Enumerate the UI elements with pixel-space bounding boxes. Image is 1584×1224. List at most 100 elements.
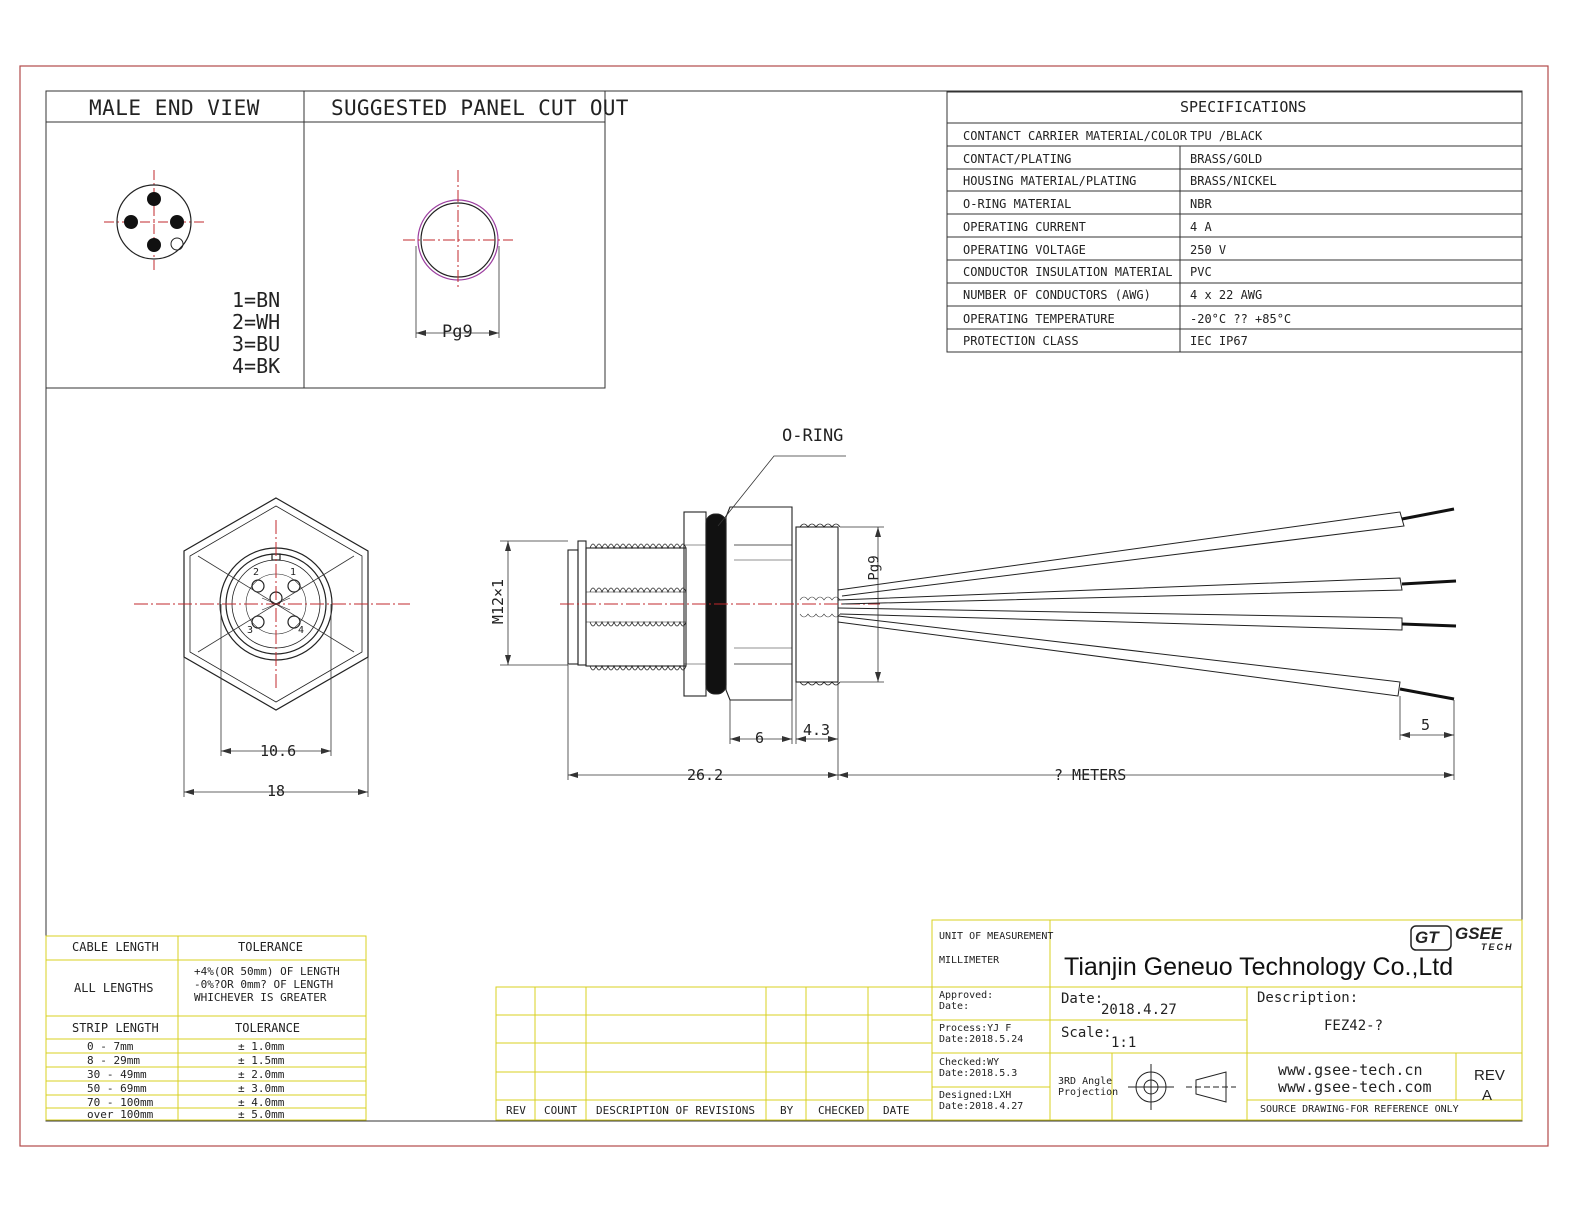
- front-pin-number: 1: [290, 567, 297, 578]
- dim-inner-diameter: 10.6: [260, 742, 297, 760]
- front-pin-number: 4: [298, 625, 305, 636]
- spec-value: TPU /BLACK: [1190, 129, 1263, 143]
- cable-length-header: CABLE LENGTH: [72, 940, 159, 954]
- front-pin-number: 3: [247, 625, 254, 636]
- pin-4: [124, 215, 138, 229]
- approved-label: Approved:: [939, 990, 994, 1001]
- spec-label: HOUSING MATERIAL/PLATING: [963, 174, 1137, 188]
- strip-range: over 100mm: [87, 1108, 154, 1121]
- revision-header: REV: [506, 1104, 526, 1117]
- designed-date: Date:2018.4.27: [939, 1101, 1024, 1112]
- date-value: 2018.4.27: [1101, 1002, 1177, 1018]
- unit-value: MILLIMETER: [939, 955, 1000, 966]
- spec-title: SPECIFICATIONS: [1180, 98, 1307, 116]
- oring-leader: [717, 455, 846, 527]
- pin-legend-item: 4=BK: [232, 354, 281, 378]
- cable-wires: [837, 507, 1457, 701]
- spec-value: 4 A: [1190, 220, 1212, 234]
- approved-date: Date:: [939, 1001, 970, 1012]
- spec-label: O-RING MATERIAL: [963, 197, 1072, 211]
- strip-tol: ± 1.0mm: [238, 1040, 285, 1053]
- website-cn-link[interactable]: www.gsee-tech.cn: [1278, 1061, 1423, 1079]
- strip-length-header: STRIP LENGTH: [72, 1021, 159, 1035]
- dim-4-3: 4.3: [803, 721, 831, 739]
- panel-cutout-dimension: Pg9: [442, 322, 473, 342]
- dim-26-2: 26.2: [687, 766, 724, 784]
- revision-header: DATE: [883, 1104, 910, 1117]
- revisions-grid: [495, 986, 933, 1121]
- source-note: SOURCE DRAWING-FOR REFERENCE ONLY: [1260, 1104, 1459, 1115]
- description-value: FEZ42-?: [1324, 1018, 1384, 1034]
- designed-label: Designed:LXH: [939, 1090, 1012, 1101]
- strip-tol: ± 3.0mm: [238, 1082, 285, 1095]
- spec-value: IEC IP67: [1190, 334, 1248, 348]
- date-label: Date:: [1061, 991, 1104, 1007]
- cable-tolerance-grid: [45, 935, 367, 1121]
- spec-label: OPERATING TEMPERATURE: [963, 312, 1115, 326]
- revision-header: BY: [780, 1104, 794, 1117]
- front-hex-centerlines: [134, 520, 410, 690]
- cable-tolerance-line: WHICHEVER IS GREATER: [194, 991, 327, 1004]
- spec-label: OPERATING CURRENT: [963, 220, 1086, 234]
- spec-label: CONTANCT CARRIER MATERIAL/COLOR: [963, 129, 1187, 143]
- projection-line: 3RD Angle: [1058, 1076, 1113, 1087]
- unit-label: UNIT OF MEASUREMENT: [939, 931, 1054, 942]
- front-hex-dimensions: [183, 555, 369, 797]
- dim-thread: M12×1: [489, 578, 508, 625]
- strip-tol: ± 4.0mm: [238, 1096, 285, 1109]
- spec-value: BRASS/NICKEL: [1190, 174, 1277, 188]
- process-label: Process:YJ F: [939, 1023, 1012, 1034]
- front-hex-arrows: [184, 748, 368, 795]
- projection-line: Projection: [1058, 1087, 1119, 1098]
- rev-label: REV: [1474, 1067, 1505, 1084]
- spec-value: -20°C ?? +85°C: [1190, 312, 1292, 326]
- company-name: Tianjin Geneuo Technology Co.,Ltd: [1064, 953, 1454, 981]
- male-end-view-drawing: [104, 170, 206, 272]
- website-com-link[interactable]: www.gsee-tech.com: [1278, 1078, 1432, 1096]
- logo-mark: GT: [1415, 928, 1439, 947]
- front-pin-number: 2: [253, 567, 260, 578]
- checked-date: Date:2018.5.3: [939, 1068, 1018, 1079]
- spec-value: 4 x 22 AWG: [1190, 288, 1263, 302]
- outer-frame: [19, 65, 1549, 1147]
- logo-sub: TECH: [1481, 942, 1514, 952]
- title-block-grid: [931, 919, 1523, 1121]
- oring-label: O-RING: [782, 426, 844, 446]
- cable-tolerance-line: -0%?OR 0mm? OF LENGTH: [194, 978, 334, 991]
- rev-value: A: [1482, 1087, 1493, 1104]
- projection-symbol-icon: [1128, 1064, 1236, 1110]
- strip-range: 70 - 100mm: [87, 1096, 154, 1109]
- strip-range: 30 - 49mm: [87, 1068, 147, 1081]
- dim-strip-5: 5: [1421, 716, 1431, 734]
- pin-legend-item: 2=WH: [232, 310, 281, 334]
- cable-tolerance-line: +4%(OR 50mm) OF LENGTH: [194, 965, 340, 978]
- strip-range: 8 - 29mm: [87, 1054, 140, 1067]
- dim-cable-length: ? METERS: [1054, 766, 1127, 784]
- pin-legend-item: 3=BU: [232, 332, 281, 356]
- spec-value: PVC: [1190, 265, 1212, 279]
- strip-tol: ± 5.0mm: [238, 1108, 285, 1121]
- spec-value: BRASS/GOLD: [1190, 152, 1263, 166]
- all-lengths-label: ALL LENGTHS: [74, 981, 154, 995]
- pin-3: [147, 238, 161, 252]
- spec-label: OPERATING VOLTAGE: [963, 243, 1086, 257]
- dim-6: 6: [755, 729, 765, 747]
- spec-label: CONDUCTOR INSULATION MATERIAL: [963, 265, 1173, 279]
- spec-table-grid: [946, 91, 1523, 353]
- spec-value: 250 V: [1190, 243, 1227, 257]
- side-view-arrows: [505, 527, 1454, 778]
- pin-2: [170, 215, 184, 229]
- strip-tol: ± 2.0mm: [238, 1068, 285, 1081]
- dim-pg9: Pg9: [866, 555, 883, 581]
- panel-cutout-title: SUGGESTED PANEL CUT OUT: [331, 96, 629, 120]
- scale-value: 1:1: [1111, 1035, 1137, 1051]
- spec-label: PROTECTION CLASS: [963, 334, 1079, 348]
- revision-header: DESCRIPTION OF REVISIONS: [596, 1104, 755, 1117]
- strip-range: 0 - 7mm: [87, 1040, 134, 1053]
- revision-header: CHECKED: [818, 1104, 865, 1117]
- spec-label: NUMBER OF CONDUCTORS (AWG): [963, 288, 1151, 302]
- logo-name: GSEE: [1455, 924, 1503, 943]
- inner-frame: [45, 90, 1523, 1122]
- top-left-panels: [45, 90, 606, 389]
